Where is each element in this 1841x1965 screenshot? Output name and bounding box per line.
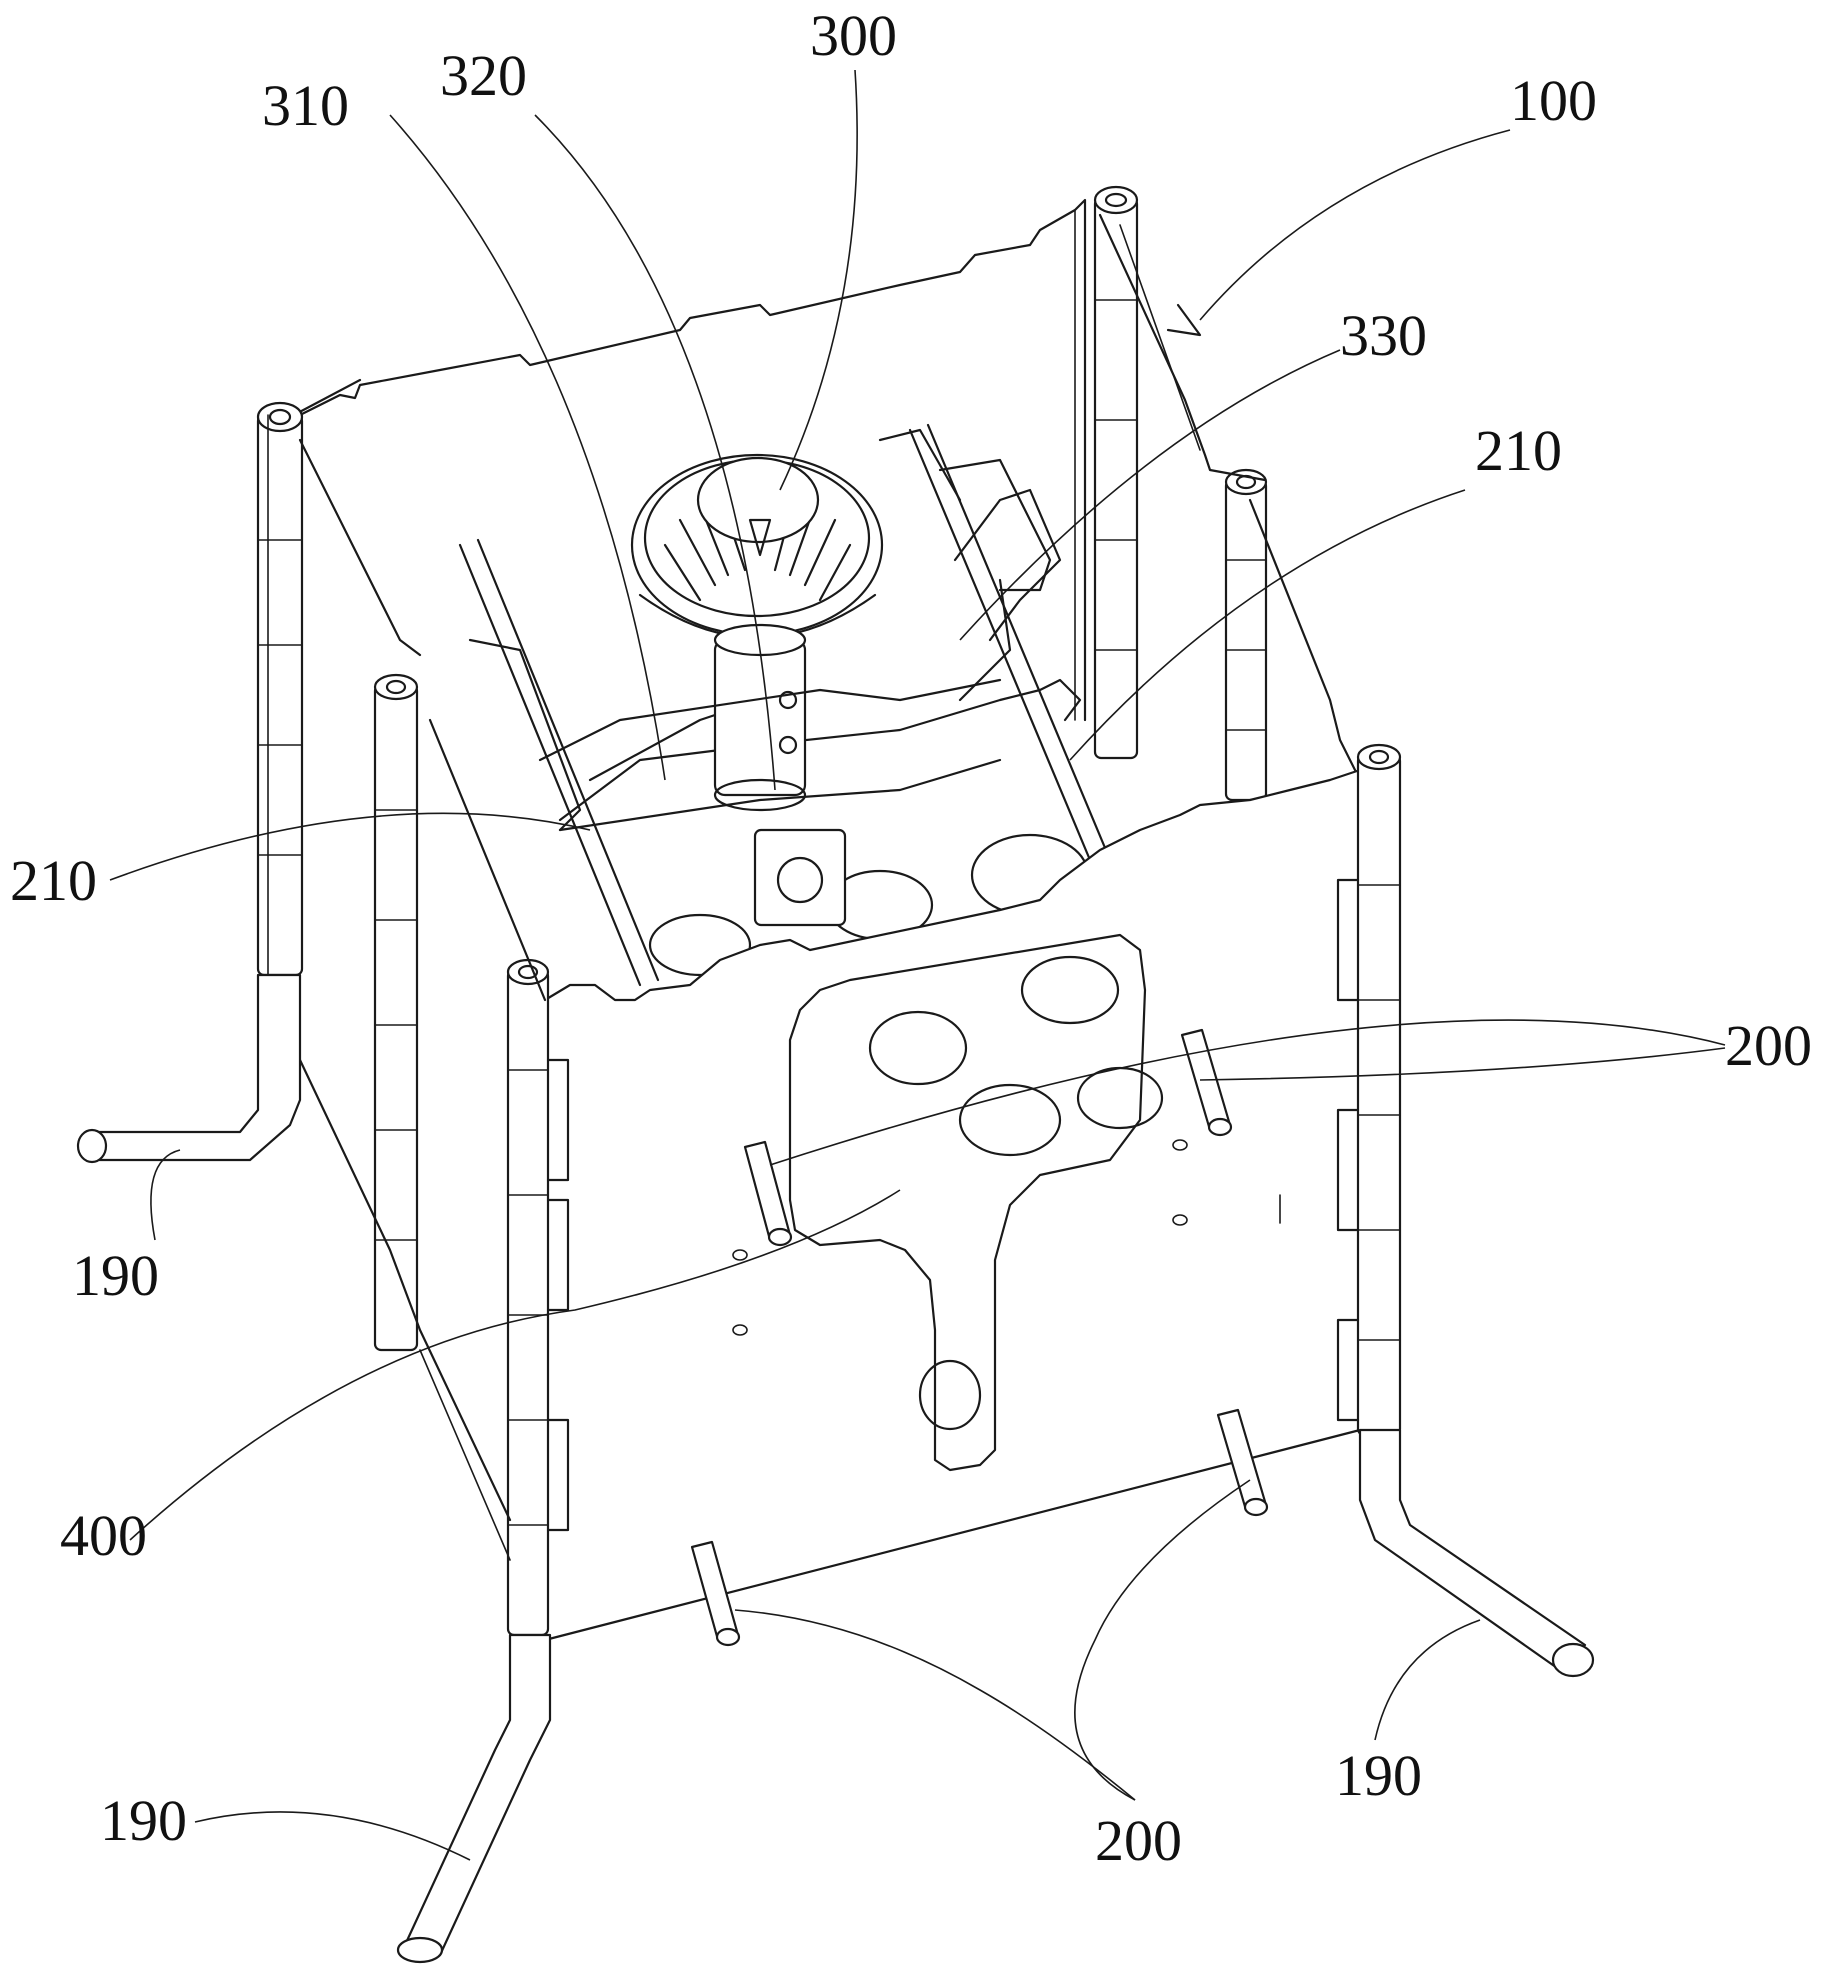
- leader-200-bottom-a: [734, 1609, 1136, 1801]
- front-panel-cutout: [788, 933, 1164, 1472]
- front-panel: [543, 768, 1362, 1642]
- leader-200-bottom-b: [1074, 1479, 1251, 1801]
- leader-300: [779, 69, 858, 491]
- front-panel-holes: [732, 1139, 1281, 1336]
- bracket-330: [878, 428, 1052, 592]
- leader-190-left: [150, 1149, 181, 1241]
- label-310: 310: [262, 73, 349, 138]
- leg-190-bottom-right: [1358, 1428, 1595, 1678]
- label-200-bottom: 200: [1095, 1808, 1182, 1873]
- leader-lines: [109, 69, 1726, 1861]
- pin-200-lower-right: [1216, 1408, 1269, 1517]
- leader-310: [389, 114, 666, 781]
- labels: 300 320 310 100 330 210 210 200 190 400 …: [10, 3, 1812, 1873]
- hinge-tube-front-left: [506, 958, 570, 1637]
- back-panel: [273, 198, 1087, 722]
- leader-200-right-b: [1199, 1047, 1726, 1081]
- burner-head-300: [630, 453, 884, 639]
- leader-400: [129, 1189, 901, 1541]
- label-400: 400: [60, 1503, 147, 1568]
- leader-210-right: [1069, 489, 1466, 761]
- pin-200-lower-left: [690, 1540, 741, 1647]
- hinge-tube-back-right: [1093, 185, 1139, 760]
- leader-190-bottom-left: [194, 1811, 471, 1861]
- label-300: 300: [810, 3, 897, 68]
- label-190-bottom-left: 190: [100, 1788, 187, 1853]
- label-190-left: 190: [72, 1243, 159, 1308]
- label-320: 320: [440, 43, 527, 108]
- hinge-tube-back-left: [256, 401, 304, 977]
- rod-left-210: [458, 538, 660, 987]
- label-200-right: 200: [1725, 1013, 1812, 1078]
- arrow-100: [1166, 303, 1202, 337]
- leader-210-left: [109, 812, 591, 881]
- leader-190-bottom-right: [1374, 1619, 1481, 1741]
- right-side-panel: [1098, 213, 1362, 782]
- hinge-tube-mid-right: [1224, 468, 1268, 802]
- leader-100: [1199, 129, 1511, 321]
- leg-190-bottom-left: [396, 1633, 552, 1964]
- label-190-bottom-right: 190: [1335, 1743, 1422, 1808]
- inner-plate-310: [538, 678, 1002, 832]
- label-100: 100: [1510, 68, 1597, 133]
- leader-200-right-a: [769, 1019, 1726, 1166]
- pin-200-upper-left: [743, 1140, 793, 1247]
- leader-330: [959, 349, 1341, 641]
- burner-stem: [713, 623, 847, 927]
- label-210-left: 210: [10, 848, 97, 913]
- left-side-panel: [298, 438, 547, 1561]
- label-330: 330: [1340, 303, 1427, 368]
- label-210-right: 210: [1475, 418, 1562, 483]
- hinge-tube-mid-left: [373, 673, 419, 1352]
- leader-320: [534, 114, 776, 791]
- leg-190-left: [76, 973, 302, 1164]
